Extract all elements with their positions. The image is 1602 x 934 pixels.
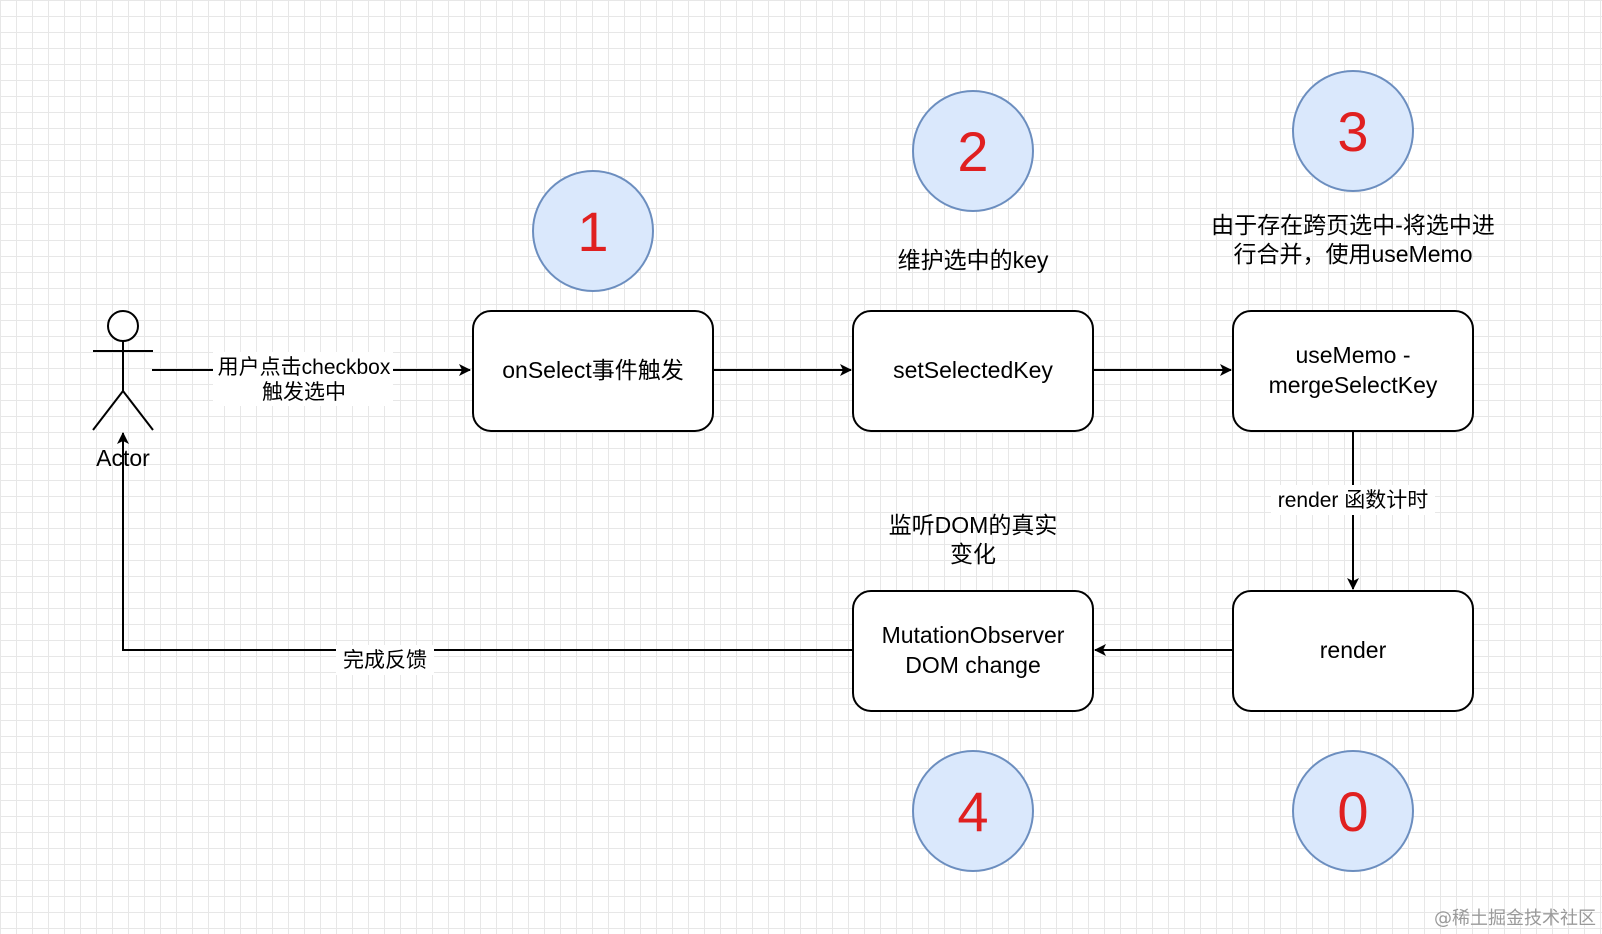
node-mutationobserver[interactable]: MutationObserver DOM change (852, 590, 1094, 712)
step-badge-2: 2 (912, 90, 1034, 212)
node-mutationobserver-label-line-2: DOM change (905, 652, 1041, 678)
edge-label-render-timing-text: render 函数计时 (1278, 489, 1429, 512)
note-merge-line-1: 由于存在跨页选中-将选中进 (1211, 212, 1495, 238)
actor-head (107, 310, 139, 342)
note-observe: 监听DOM的真实 变化 (889, 512, 1058, 567)
node-setselectedkey-label: setSelectedKey (893, 357, 1053, 383)
node-setselectedkey[interactable]: setSelectedKey (852, 310, 1094, 432)
step-badge-4: 4 (912, 750, 1034, 872)
node-onselect[interactable]: onSelect事件触发 (472, 310, 714, 432)
step-badge-1: 1 (532, 170, 654, 292)
step-badge-3: 3 (1292, 70, 1414, 192)
edge-label-user-click: 用户点击checkbox 触发选中 (213, 352, 393, 406)
node-onselect-label: onSelect事件触发 (502, 357, 684, 383)
actor-label: Actor (96, 445, 150, 471)
note-observe-line-2: 变化 (950, 541, 996, 567)
node-usememo-label-line-1: useMemo - (1295, 342, 1410, 368)
note-maintain-key: 维护选中的key (898, 247, 1049, 273)
edge-mutationobserver-to-actor (117, 432, 853, 651)
edge-label-render-timing: render 函数计时 (1271, 485, 1435, 515)
edge-label-feedback-text: 完成反馈 (343, 649, 427, 672)
note-merge-line-2: 行合并，使用useMemo (1234, 241, 1473, 267)
note-observe-line-1: 监听DOM的真实 (889, 512, 1058, 538)
step-badge-1-number: 1 (577, 200, 608, 263)
edge-label-feedback: 完成反馈 (336, 645, 434, 675)
note-merge: 由于存在跨页选中-将选中进 行合并，使用useMemo (1211, 212, 1495, 267)
step-badge-4-number: 4 (957, 780, 988, 843)
node-render-label: render (1320, 637, 1387, 663)
edge-label-user-click-line-2: 触发选中 (262, 381, 346, 404)
node-mutationobserver-label-line-1: MutationObserver (882, 622, 1065, 648)
actor-left-leg (92, 390, 124, 431)
actor: Actor (92, 310, 154, 471)
step-badge-0: 0 (1292, 750, 1414, 872)
node-usememo[interactable]: useMemo - mergeSelectKey (1232, 310, 1474, 432)
step-badge-0-number: 0 (1337, 780, 1368, 843)
edge-label-user-click-line-1: 用户点击checkbox (218, 356, 391, 379)
step-badge-2-number: 2 (957, 120, 988, 183)
node-usememo-label-line-2: mergeSelectKey (1269, 372, 1438, 398)
step-badge-3-number: 3 (1337, 100, 1368, 163)
watermark: @稀土掘金技术社区 (1434, 908, 1596, 929)
actor-right-leg (122, 390, 154, 431)
node-render[interactable]: render (1232, 590, 1474, 712)
